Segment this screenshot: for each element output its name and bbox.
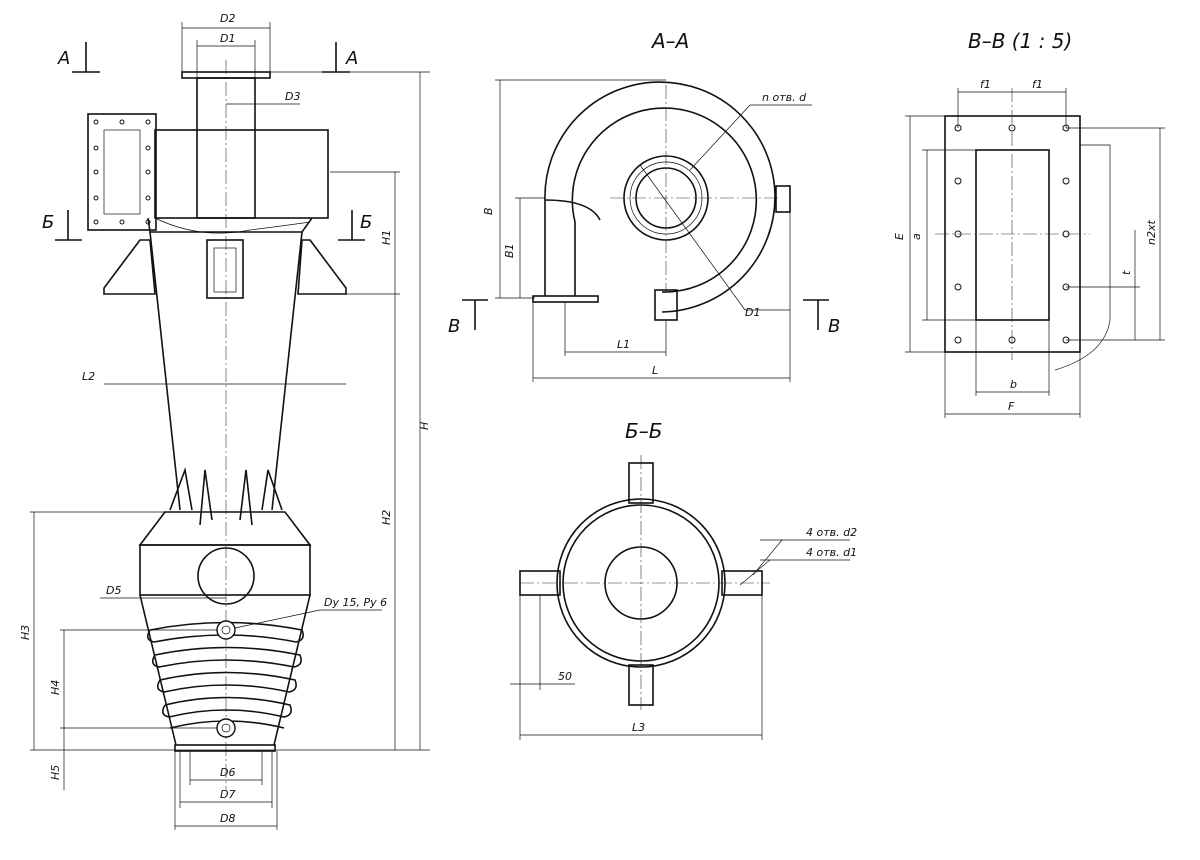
label-e: E <box>893 233 906 240</box>
label-d8: D8 <box>220 812 235 825</box>
label-b-dim: b <box>1010 378 1017 391</box>
label-h2: H2 <box>380 510 393 525</box>
inlet-flange-bolts <box>93 119 151 225</box>
label-n-holes-d: n отв. d <box>762 91 807 104</box>
label-fitting: Dy 15, Py 6 <box>324 596 387 609</box>
label-h: H <box>418 422 431 430</box>
label-h4: H4 <box>49 680 62 695</box>
label-l3: L3 <box>632 721 645 734</box>
label-d1-aa: D1 <box>745 306 760 319</box>
label-f: F <box>1008 400 1015 413</box>
label-50: 50 <box>558 670 572 683</box>
marker-v-left: В <box>448 316 460 337</box>
marker-b-right: Б <box>360 212 372 233</box>
label-f1-right: f1 <box>1032 78 1043 91</box>
label-d3: D3 <box>285 90 300 103</box>
label-d2: D2 <box>220 12 235 25</box>
label-holes-d1: 4 отв. d1 <box>806 546 857 559</box>
section-markers-elevation: А А Б Б <box>42 42 372 241</box>
section-vv-view: В–В (1 : 5) f1 f1 E a n2xt t b F <box>893 29 1165 418</box>
marker-v-right: В <box>828 316 840 337</box>
label-l2: L2 <box>82 370 95 383</box>
section-aa-title: А–А <box>650 29 689 53</box>
marker-a-left: А <box>57 48 70 69</box>
label-l: L <box>652 364 658 377</box>
label-a-dim: a <box>910 233 923 240</box>
label-h3: H3 <box>19 625 32 640</box>
label-b1: B1 <box>503 243 516 258</box>
label-d6: D6 <box>220 766 235 779</box>
section-bb-title: Б–Б <box>625 419 662 443</box>
cyclone-elevation-view <box>87 60 347 790</box>
marker-b-left: Б <box>42 212 54 233</box>
label-b-upper: B <box>482 207 495 215</box>
elevation-dimensions <box>30 22 430 830</box>
label-holes-d2: 4 отв. d2 <box>806 526 857 539</box>
section-vv-title: В–В (1 : 5) <box>968 29 1072 53</box>
label-h1: H1 <box>380 230 393 245</box>
label-l1: L1 <box>617 338 630 351</box>
label-n2xt: n2xt <box>1145 220 1158 245</box>
section-aa-view: А–А B B1 L1 L D1 n отв. d В В <box>448 29 840 382</box>
label-d5: D5 <box>106 584 121 597</box>
label-t: t <box>1120 270 1133 275</box>
label-d7: D7 <box>220 788 235 801</box>
label-d1: D1 <box>220 32 235 45</box>
label-h5: H5 <box>49 765 62 780</box>
section-bb-view: Б–Б 4 отв. d2 4 отв. d1 50 L3 <box>510 419 857 740</box>
marker-a-right: А <box>345 48 358 69</box>
label-f1-left: f1 <box>980 78 991 91</box>
elevation-labels: D2 D1 D3 H H1 H2 H3 H4 H5 L2 D5 Dy 15, P… <box>19 12 431 825</box>
